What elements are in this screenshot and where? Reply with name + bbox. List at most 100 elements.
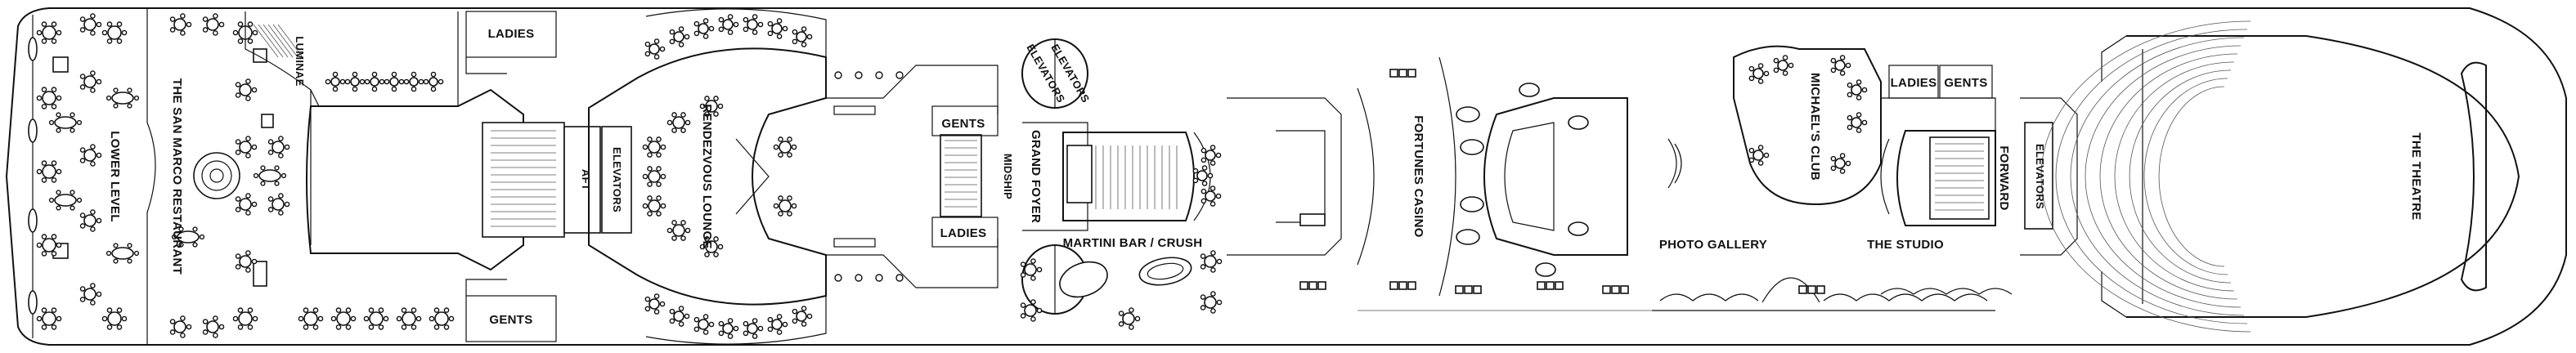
lounge-chair <box>1407 69 1416 78</box>
chair <box>51 21 57 27</box>
table <box>177 230 200 244</box>
table <box>1568 115 1589 130</box>
chair <box>1839 168 1846 174</box>
table <box>42 25 56 40</box>
chair <box>335 324 342 330</box>
chair <box>702 18 709 24</box>
chair <box>235 264 241 270</box>
chair <box>778 195 783 201</box>
table <box>698 319 709 330</box>
chair <box>659 46 666 52</box>
chair <box>280 172 287 179</box>
label-san-marco-restaurant: THE SAN MARCO RESTAURANT <box>170 78 184 275</box>
chair <box>36 29 43 36</box>
chair <box>178 242 184 248</box>
chair <box>350 315 357 322</box>
chair <box>423 78 429 85</box>
table <box>272 198 285 211</box>
table <box>1568 221 1589 236</box>
chair <box>90 144 96 150</box>
aft-stair-elevators <box>306 88 632 271</box>
table <box>648 199 661 212</box>
chair <box>1839 55 1846 60</box>
chair <box>713 252 719 257</box>
chair <box>704 96 710 101</box>
table <box>673 311 684 322</box>
chair <box>1845 62 1851 69</box>
chair <box>895 71 904 79</box>
chair <box>41 307 47 313</box>
chair <box>371 86 378 92</box>
table <box>83 149 96 162</box>
aft-restrooms <box>465 11 557 342</box>
label-aft: AFT <box>580 169 592 190</box>
chair <box>56 95 62 101</box>
chair <box>433 324 440 330</box>
chair <box>656 136 662 142</box>
chair <box>51 104 57 109</box>
chair <box>106 324 113 330</box>
chair <box>252 315 258 322</box>
chair <box>443 324 450 330</box>
chair <box>105 95 112 101</box>
table <box>434 311 449 326</box>
chair <box>1847 82 1853 88</box>
label-luminae: LUMINAE <box>294 36 306 86</box>
chair <box>199 234 205 240</box>
chair <box>260 181 266 186</box>
table <box>42 311 56 326</box>
chair <box>1748 157 1755 163</box>
chair <box>1118 311 1124 316</box>
chair <box>1215 193 1222 199</box>
chair <box>671 112 677 118</box>
chair <box>806 313 813 319</box>
lounge-chair <box>1620 285 1629 294</box>
chair <box>41 160 47 166</box>
chair <box>644 51 651 57</box>
chair <box>245 136 251 141</box>
chair <box>713 111 719 117</box>
chair <box>834 71 842 79</box>
lounge-chair-clusters <box>1299 69 1825 294</box>
chair <box>727 333 734 339</box>
stair-line <box>253 24 279 58</box>
chair <box>1782 70 1788 76</box>
forward-stair-lines <box>1935 143 1984 211</box>
chair <box>1200 157 1207 163</box>
chair <box>218 324 225 330</box>
chair <box>379 78 385 85</box>
table <box>1205 190 1216 202</box>
chair <box>791 144 797 150</box>
chair <box>245 267 251 273</box>
chair <box>1200 147 1207 154</box>
label-martini-bar: MARTINI BAR / CRUSH <box>1063 236 1203 250</box>
chair <box>782 321 788 328</box>
chair <box>384 78 390 85</box>
chair <box>278 153 284 159</box>
label-the-theatre: THE THEATRE <box>2409 132 2423 220</box>
table <box>1752 68 1764 79</box>
chair <box>133 95 140 101</box>
chair <box>767 20 774 27</box>
chair <box>660 203 666 209</box>
table <box>1519 83 1540 97</box>
label-ladies-aft: LADIES <box>488 27 535 41</box>
table <box>796 31 807 42</box>
chair <box>1856 112 1862 118</box>
chair <box>647 136 653 142</box>
chair <box>274 181 280 186</box>
chair <box>684 34 690 40</box>
table <box>1851 117 1862 128</box>
chair <box>76 119 83 126</box>
chair <box>339 78 346 85</box>
chair <box>106 38 113 44</box>
san-marco-tables <box>28 13 455 338</box>
chair <box>51 324 57 330</box>
chair <box>699 103 706 109</box>
chair <box>237 307 244 313</box>
table <box>303 311 318 326</box>
chair <box>113 103 119 109</box>
chair <box>278 136 284 141</box>
chair <box>678 26 684 32</box>
chair <box>79 84 86 90</box>
